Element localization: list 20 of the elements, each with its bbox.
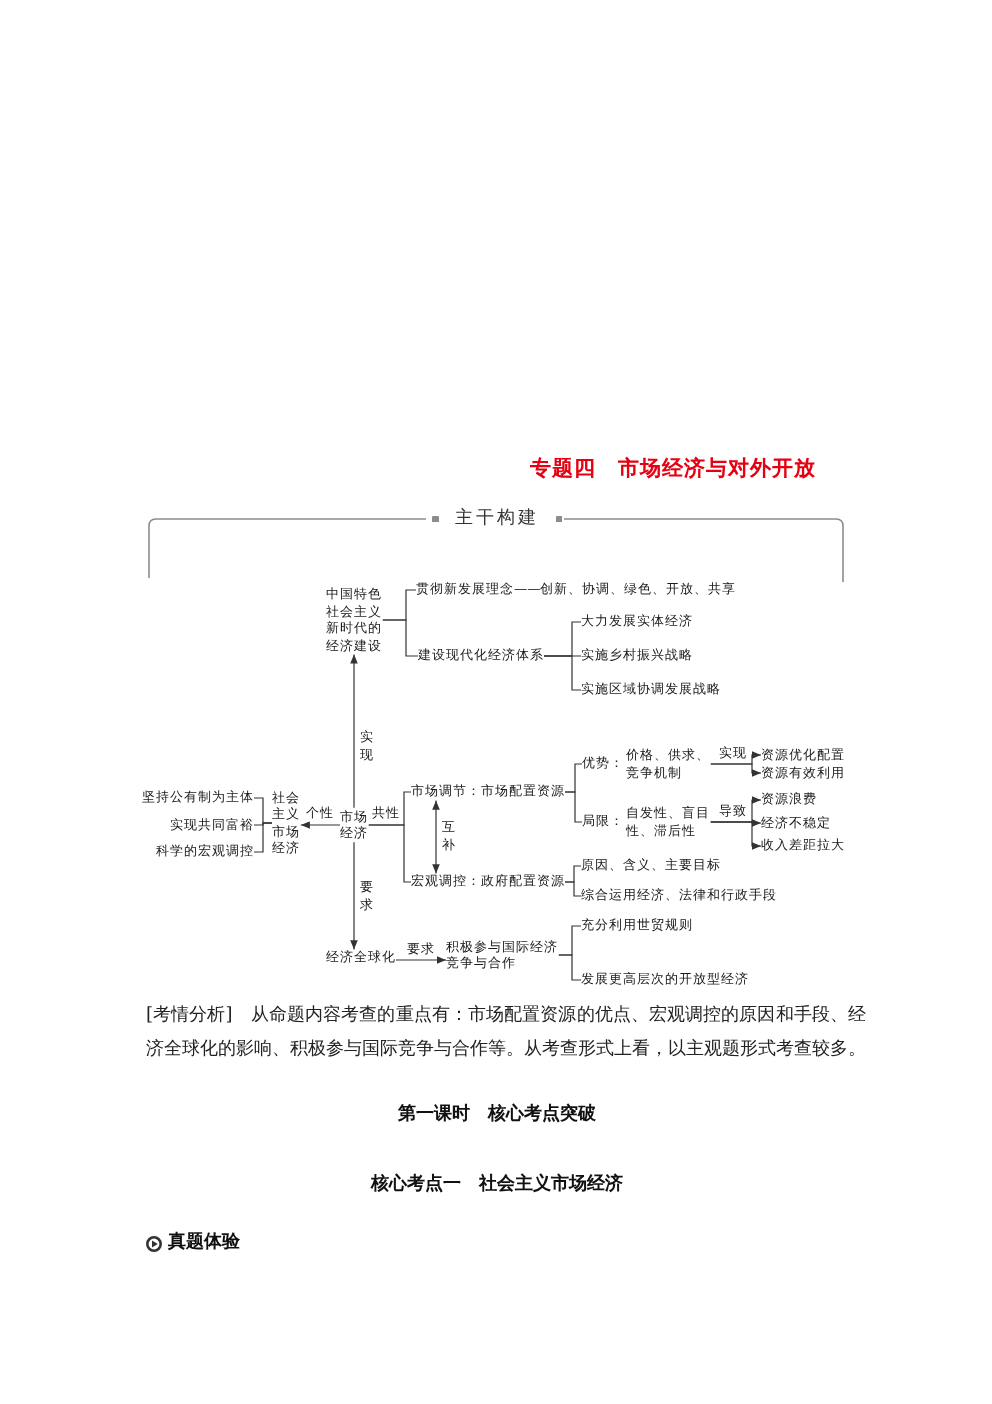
page-title: 专题四 市场经济与对外开放 [530,457,816,483]
bracket-line [382,619,419,657]
arrow [710,763,762,777]
arrow [300,821,341,829]
bracket-line [558,954,582,981]
arrow [432,800,440,874]
bracket-line [564,791,583,823]
bracket-line [543,655,582,691]
section-heading: 主干构建 [455,508,539,530]
topic-heading: 核心考点一 社会主义市场经济 [371,1175,623,1197]
subheading: 真题体验 [168,1233,240,1255]
arrow [350,841,358,950]
bracket-line [368,824,412,883]
arrow [710,821,762,850]
bracket-line [564,881,582,897]
arrow [350,653,358,809]
arrow [395,956,447,964]
paragraph: [考情分析] 从命题内容考查的重点有：市场配置资源的优点、宏观调控的原因和手段、经济全球化的影响、积极参与国际竞争与合作等。从考查形式上看，以主观题形式考查较多。 [146,1003,866,1063]
bracket-line [253,822,273,853]
lesson-heading: 第一课时 核心考点突破 [398,1105,596,1127]
